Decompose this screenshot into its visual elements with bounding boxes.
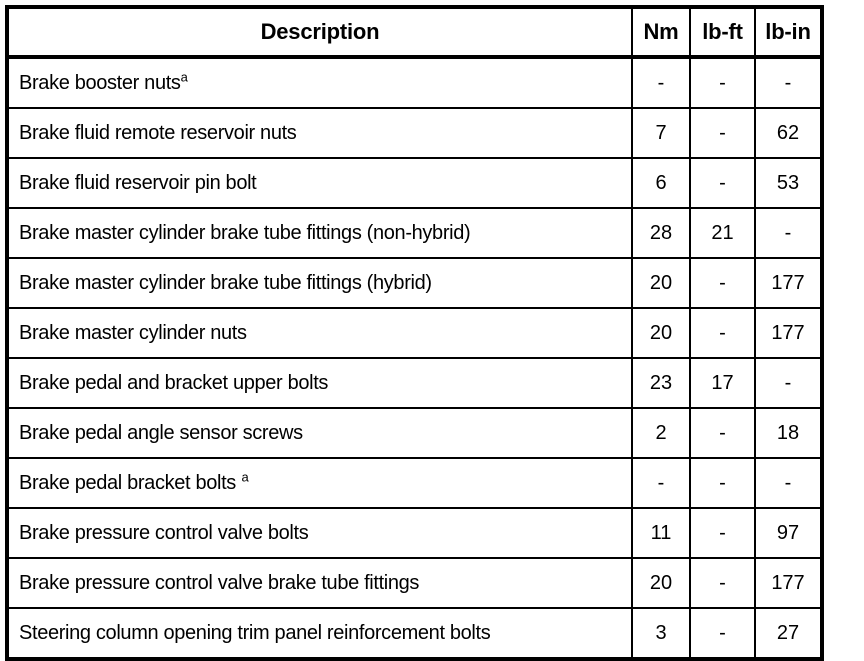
cell-nm: 7 xyxy=(632,108,691,159)
cell-description: Brake pressure control valve brake tube … xyxy=(7,558,633,609)
table-header: Description Nm lb-ft lb-in xyxy=(7,7,822,59)
cell-lbft: - xyxy=(690,508,756,559)
cell-lbft: - xyxy=(690,308,756,359)
torque-spec-table: Description Nm lb-ft lb-in Brake booster… xyxy=(5,5,824,661)
cell-lbin: 177 xyxy=(755,308,822,359)
cell-description: Brake master cylinder brake tube fitting… xyxy=(7,258,633,309)
cell-lbft: - xyxy=(690,408,756,459)
table-row: Brake master cylinder brake tube fitting… xyxy=(7,258,822,309)
cell-nm: 20 xyxy=(632,308,691,359)
cell-description: Brake pedal and bracket upper bolts xyxy=(7,358,633,409)
cell-lbft: - xyxy=(690,458,756,509)
cell-nm: - xyxy=(632,458,691,509)
cell-lbft: 17 xyxy=(690,358,756,409)
footnote-marker: a xyxy=(241,469,249,485)
cell-description: Brake master cylinder brake tube fitting… xyxy=(7,208,633,259)
cell-nm: 2 xyxy=(632,408,691,459)
cell-description: Steering column opening trim panel reinf… xyxy=(7,608,633,659)
cell-lbin: 62 xyxy=(755,108,822,159)
cell-lbin: - xyxy=(755,458,822,509)
cell-nm: 20 xyxy=(632,258,691,309)
cell-lbin: - xyxy=(755,208,822,259)
column-header-description: Description xyxy=(7,7,633,59)
torque-spec-table-container: Description Nm lb-ft lb-in Brake booster… xyxy=(5,5,824,661)
table-header-row: Description Nm lb-ft lb-in xyxy=(7,7,822,59)
column-header-lbin: lb-in xyxy=(755,7,822,59)
cell-lbin: 177 xyxy=(755,258,822,309)
cell-nm: 28 xyxy=(632,208,691,259)
cell-description: Brake master cylinder nuts xyxy=(7,308,633,359)
cell-lbft: 21 xyxy=(690,208,756,259)
cell-lbft: - xyxy=(690,558,756,609)
table-body: Brake booster nutsa---Brake fluid remote… xyxy=(7,57,822,659)
cell-lbft: - xyxy=(690,57,756,109)
cell-description: Brake pedal angle sensor screws xyxy=(7,408,633,459)
table-row: Brake pressure control valve brake tube … xyxy=(7,558,822,609)
column-header-lbft: lb-ft xyxy=(690,7,756,59)
cell-lbft: - xyxy=(690,608,756,659)
cell-lbft: - xyxy=(690,108,756,159)
cell-lbin: 53 xyxy=(755,158,822,209)
cell-lbin: 27 xyxy=(776,622,800,644)
cell-nm: 20 xyxy=(632,558,691,609)
table-row: Steering column opening trim panel reinf… xyxy=(7,608,822,659)
cell-lbin: 177 xyxy=(755,558,822,609)
cell-description: Brake pressure control valve bolts xyxy=(7,508,633,559)
cell-lbin: 97 xyxy=(755,508,822,559)
table-row: Brake master cylinder brake tube fitting… xyxy=(7,208,822,259)
cell-lbft: - xyxy=(690,258,756,309)
cell-description: Brake fluid remote reservoir nuts xyxy=(7,108,633,159)
cell-nm: 3 xyxy=(632,608,691,659)
cell-nm: 6 xyxy=(632,158,691,209)
cell-nm: 23 xyxy=(632,358,691,409)
cell-description: Brake pedal bracket bolts a xyxy=(7,458,633,509)
cell-description: Brake booster nutsa xyxy=(7,57,633,109)
column-header-nm: Nm xyxy=(632,7,691,59)
page-root: Description Nm lb-ft lb-in Brake booster… xyxy=(5,5,824,661)
table-row: Brake pedal bracket bolts a--- xyxy=(7,458,822,509)
footnote-marker: a xyxy=(180,69,188,85)
cell-lbin: - xyxy=(755,57,822,109)
cell-lbin: 18 xyxy=(755,408,822,459)
cell-nm: 11 xyxy=(632,508,691,559)
cell-description: Brake fluid reservoir pin bolt xyxy=(7,158,633,209)
cell-lbin: - xyxy=(755,358,822,409)
cell-lbft: - xyxy=(690,158,756,209)
cell-nm: - xyxy=(632,57,691,109)
table-row: Brake booster nutsa--- xyxy=(7,57,822,109)
